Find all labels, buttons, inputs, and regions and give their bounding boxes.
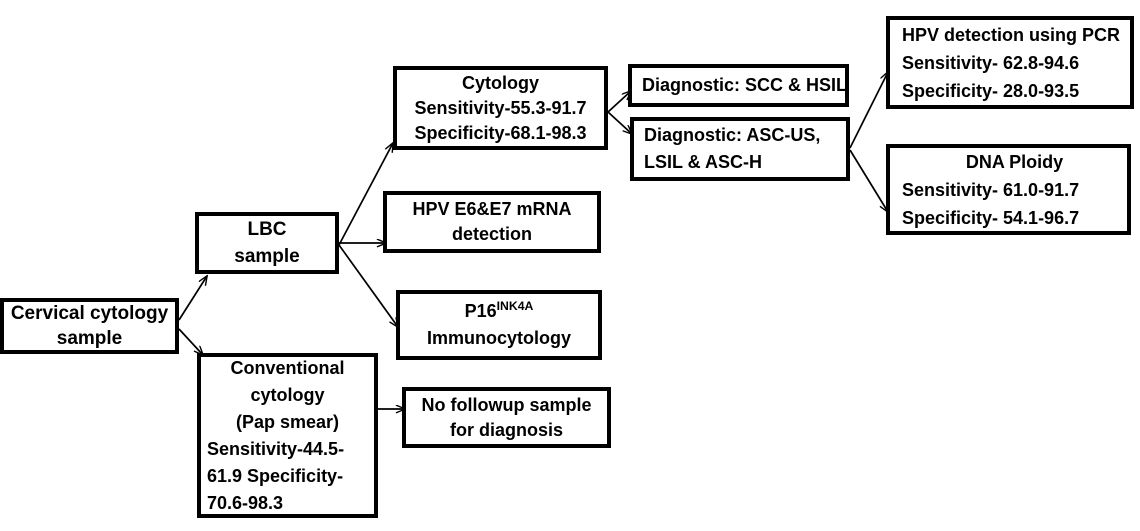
edge-cervical-to-lbc (178, 276, 207, 321)
node-line: Specificity- 54.1-96.7 (902, 207, 1080, 228)
p16-superscript: INK4A (496, 299, 534, 313)
node-line: sample (56, 328, 123, 349)
node-hpv-detection-using-pcr[interactable]: HPV detection using PCR Sensitivity- 62.… (886, 16, 1134, 109)
node-cytology[interactable]: Cytology Sensitivity-55.3-91.7 Specifici… (393, 66, 608, 150)
node-line: detection (451, 224, 532, 244)
edge-lbc-to-p16 (338, 244, 398, 327)
edge-cervical-to-conventional (178, 328, 203, 355)
node-line: Cervical cytology (10, 303, 169, 324)
node-line: cytology (250, 384, 325, 405)
node-conventional-cytology[interactable]: Conventional cytology (Pap smear) Sensit… (197, 353, 378, 518)
node-line: P16INK4A (400, 298, 598, 325)
node-line: Specificity- 28.0-93.5 (902, 80, 1080, 101)
node-line: No followup sample (421, 394, 592, 415)
node-dna-ploidy[interactable]: DNA Ploidy Sensitivity- 61.0-91.7 Specif… (886, 144, 1131, 235)
edge-lbc-to-cytology (338, 143, 393, 246)
node-line: HPV E6&E7 mRNA (412, 199, 572, 219)
node-line: Diagnostic: ASC-US, (644, 125, 821, 145)
node-line: Cytology (461, 72, 539, 93)
node-line: HPV detection using PCR (902, 24, 1121, 45)
node-no-followup-sample[interactable]: No followup sample for diagnosis (402, 387, 611, 448)
node-lbc-sample[interactable]: LBC sample (195, 212, 339, 274)
node-p16-ink4a-immunocytology[interactable]: P16INK4A Immunocytology (396, 290, 602, 360)
node-line: Conventional (230, 357, 345, 378)
node-hpv-e6e7-mrna-detection[interactable]: HPV E6&E7 mRNA detection (383, 191, 601, 253)
p16-base: P16 (464, 301, 497, 321)
node-line: LSIL & ASC-H (644, 152, 763, 172)
node-diagnostic-scc-hsil[interactable]: Diagnostic: SCC & HSIL (628, 64, 849, 107)
node-line: Sensitivity-55.3-91.7 (414, 97, 587, 118)
node-line: DNA Ploidy (965, 151, 1064, 172)
node-diagnostic-ascus-lsil-asch[interactable]: Diagnostic: ASC-US, LSIL & ASC-H (630, 117, 850, 181)
edge-dx-ascus-to-hpv-pcr (849, 72, 888, 149)
node-line: LBC (247, 219, 287, 240)
node-line: for diagnosis (449, 419, 563, 440)
node-line: Immunocytology (426, 328, 571, 348)
edge-cytology-to-dx-ascus (607, 111, 632, 134)
node-cervical-cytology-sample[interactable]: Cervical cytology sample (0, 298, 179, 354)
node-line: 70.6-98.3 (207, 492, 284, 513)
node-line: Sensitivity- 62.8-94.6 (902, 52, 1080, 73)
node-line: sample (234, 246, 300, 267)
node-line: Specificity-68.1-98.3 (414, 122, 587, 143)
node-line: Sensitivity- 61.0-91.7 (902, 179, 1080, 200)
edge-dx-ascus-to-dna-ploidy (849, 149, 888, 212)
node-line: Sensitivity-44.5- (207, 438, 345, 459)
node-line: 61.9 Specificity- (207, 465, 344, 486)
node-line: Diagnostic: SCC & HSIL (642, 75, 848, 95)
node-line: (Pap smear) (235, 411, 340, 432)
edge-cytology-to-dx-scc-hsil (607, 91, 631, 113)
